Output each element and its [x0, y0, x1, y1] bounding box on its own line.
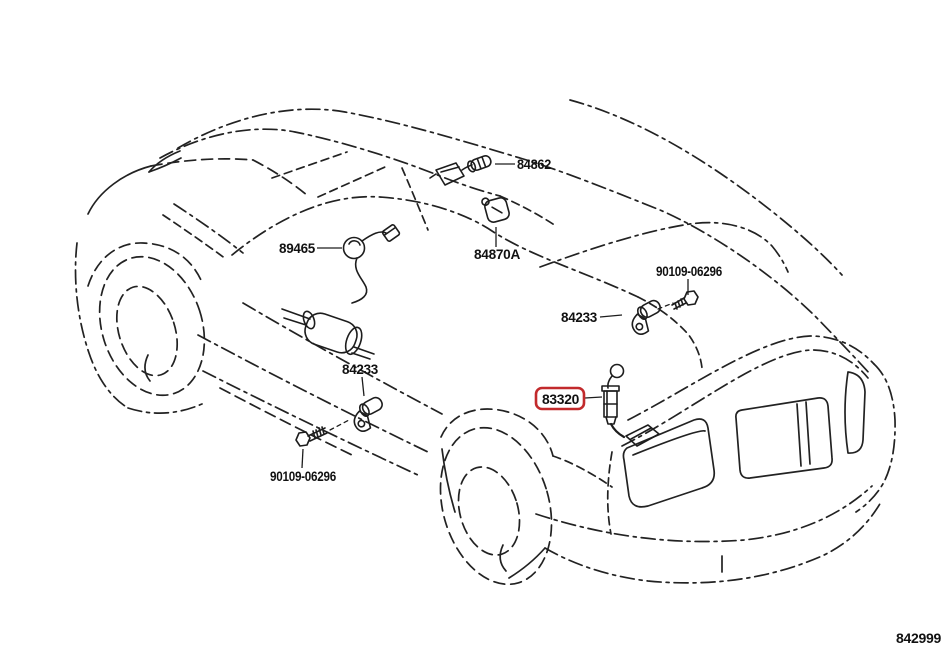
callout-84233-lower: 84233 — [342, 361, 378, 377]
part-drawing-84233-upper — [631, 299, 674, 336]
part-drawing-bolt-upper — [671, 290, 699, 310]
part-drawing-83320-fuel-sender — [601, 363, 660, 447]
callout-90109-06296-lower: 90109-06296 — [270, 468, 336, 484]
callout-83320-highlighted: 83320 — [542, 391, 580, 407]
part-drawing-84870A — [481, 197, 510, 223]
callout-90109-06296-upper: 90109-06296 — [656, 263, 722, 279]
callout-leader-lines — [301, 163, 689, 469]
callout-84870A: 84870A — [474, 246, 520, 262]
drawing-number: 842999 — [896, 630, 942, 646]
callout-84862: 84862 — [517, 156, 551, 172]
part-drawing-bolt-lower — [295, 426, 328, 447]
car-body-outline — [74, 99, 896, 586]
callout-84233-upper: 84233 — [561, 309, 597, 325]
part-drawing-89465 — [281, 224, 401, 360]
part-drawing-84233-lower — [329, 396, 383, 433]
part-drawing-84862 — [429, 155, 492, 186]
callout-89465: 89465 — [279, 240, 315, 256]
callout-labels: 84862 84870A 89465 90109-06296 84233 833… — [270, 156, 723, 484]
highlight-box-83320 — [534, 386, 586, 411]
